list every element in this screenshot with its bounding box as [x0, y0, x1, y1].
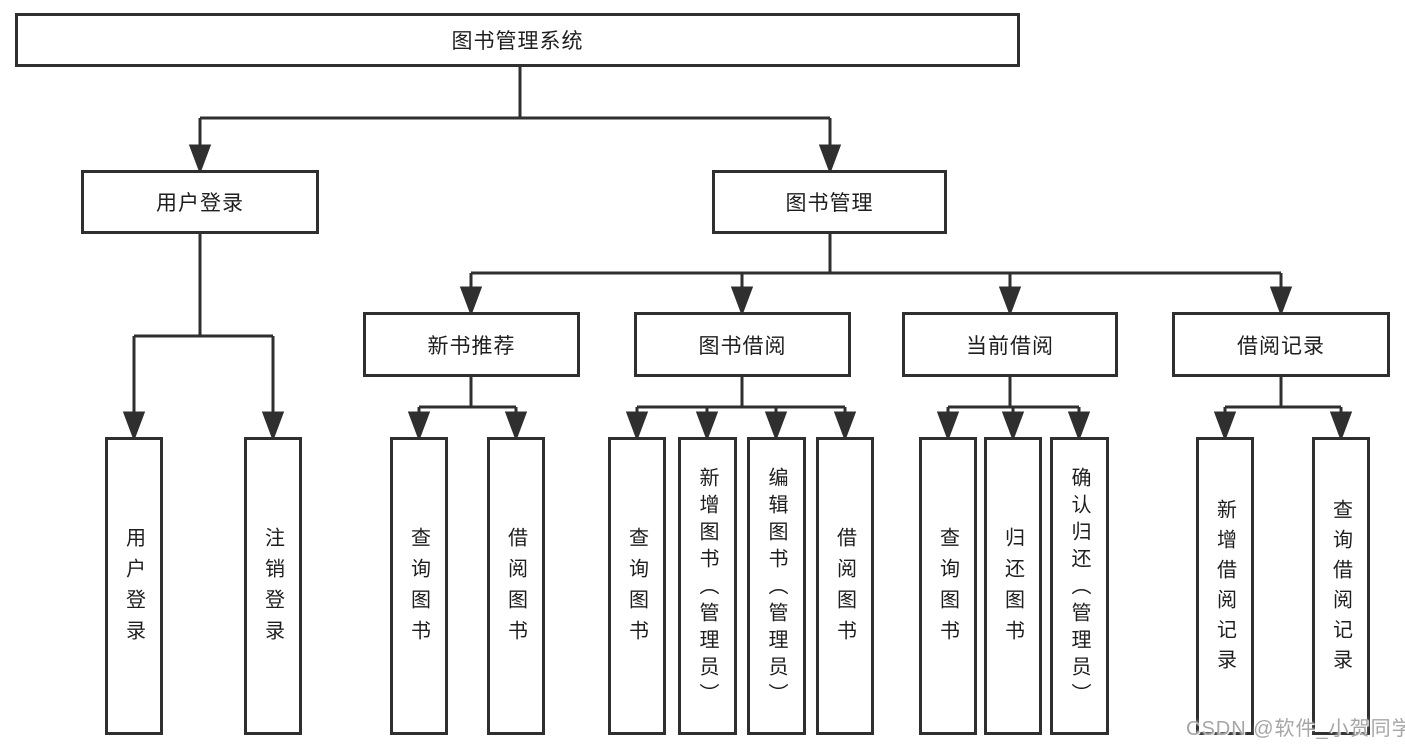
arrowhead: [833, 411, 857, 442]
node-book-management: 图书管理: [712, 170, 947, 234]
arrowhead: [998, 286, 1022, 317]
arrowhead: [936, 411, 960, 442]
leaf-recommend-query-book: 查询图书: [390, 437, 448, 735]
leaf-current-query-book: 查询图书: [919, 437, 977, 735]
arrowhead: [1213, 411, 1237, 442]
arrowhead: [459, 286, 483, 317]
leaf-logout: 注销登录: [244, 437, 302, 735]
leaf-borrowing-query-book: 查询图书: [608, 437, 666, 735]
node-book-borrowing: 图书借阅: [634, 312, 851, 377]
arrowhead: [730, 286, 754, 317]
arrowhead: [407, 411, 431, 442]
node-user-login: 用户登录: [81, 170, 319, 234]
connector-current-borrowing-children: [936, 377, 1091, 442]
arrowhead: [818, 144, 842, 175]
arrowhead: [188, 144, 212, 175]
arrowhead: [625, 411, 649, 442]
arrowhead: [1067, 411, 1091, 442]
connector-root-to-level2: [188, 67, 842, 175]
leaf-borrowing-edit-book-admin: 编辑图书（管理员）: [747, 437, 806, 735]
leaf-current-return-book: 归还图书: [984, 437, 1042, 735]
arrowhead: [1269, 286, 1293, 317]
leaf-records-add-record: 新增借阅记录: [1196, 437, 1254, 735]
leaf-borrowing-borrow-book: 借阅图书: [816, 437, 874, 735]
arrowhead: [1329, 411, 1353, 442]
leaf-borrowing-add-book-admin: 新增图书（管理员）: [678, 437, 737, 735]
arrowhead: [122, 411, 146, 442]
connector-book-borrowing-children: [625, 377, 857, 442]
arrowhead: [695, 411, 719, 442]
leaf-current-confirm-return-admin: 确认归还（管理员）: [1050, 437, 1109, 735]
watermark: CSDN @软件_小贺同学: [1186, 718, 1405, 740]
leaf-recommend-borrow-book: 借阅图书: [487, 437, 545, 735]
arrowhead: [504, 411, 528, 442]
node-root: 图书管理系统: [15, 13, 1020, 67]
node-new-book-recommend: 新书推荐: [363, 312, 580, 377]
connector-user-login-children: [122, 234, 285, 442]
leaf-user-login: 用户登录: [105, 437, 163, 735]
node-current-borrowing: 当前借阅: [902, 312, 1118, 377]
node-borrowing-records: 借阅记录: [1172, 312, 1390, 377]
connector-borrowing-records-children: [1213, 377, 1353, 442]
arrowhead: [1001, 411, 1025, 442]
connector-new-book-recommend-children: [407, 377, 528, 442]
arrowhead: [261, 411, 285, 442]
arrowhead: [764, 411, 788, 442]
connector-book-management-children: [459, 234, 1293, 317]
leaf-records-query-record: 查询借阅记录: [1312, 437, 1370, 735]
